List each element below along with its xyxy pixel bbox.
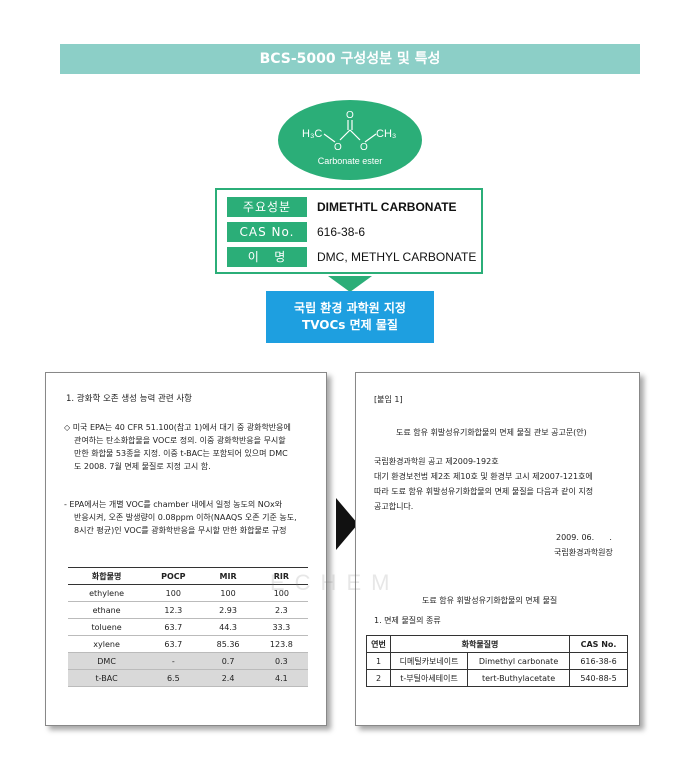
table-header-cell: RIR — [254, 567, 308, 585]
info-row-cas-number: CAS No. 616-38-6 — [227, 222, 477, 242]
table-cell: 100 — [201, 584, 255, 602]
table-cell: 2.4 — [201, 669, 255, 687]
table-row: 1 디메틸카보네이트 Dimethyl carbonate 616-38-6 — [366, 652, 628, 670]
notice-title: 도료 함유 휘발성유기화합물의 면제 물질 관보 공고문(안) — [396, 428, 587, 437]
down-arrow-icon — [328, 276, 372, 292]
attachment-label: [붙임 1] — [374, 395, 403, 404]
notice-number: 국립환경과학원 공고 제2009-192호 — [374, 457, 499, 466]
table-row: toluene 63.7 44.3 33.3 — [68, 618, 308, 636]
left-oxygen-label: O — [334, 142, 342, 153]
ozone-formation-document: 1. 광화학 오존 생성 능력 관련 사항 ◇ 미국 EPA는 40 CFR 5… — [45, 372, 327, 726]
certification-box: 국립 환경 과학원 지정 TVOCs 면제 물질 — [266, 291, 434, 343]
exemption-subtitle: 도료 함유 휘발성유기화합물의 면제 물질 — [422, 596, 558, 605]
notice-issuer: 국립환경과학원장 — [554, 548, 613, 557]
table-cell: - — [145, 652, 202, 670]
doc-heading: 1. 광화학 오존 생성 능력 관련 사항 — [66, 394, 192, 404]
certification-line-2: TVOCs 면제 물질 — [302, 318, 398, 332]
exempt-substances-table: 연번 화학물질명 CAS No. 1 디메틸카보네이트 Dimethyl car… — [366, 635, 628, 687]
table-header-cell: POCP — [145, 567, 202, 585]
section-title-banner: BCS-5000 구성성분 및 특성 — [60, 44, 640, 74]
table-row: xylene 63.7 85.36 123.8 — [68, 635, 308, 653]
table-cell: 44.3 — [201, 618, 255, 636]
info-value: DIMETHTL CARBONATE — [317, 200, 457, 214]
table-cell: 12.3 — [145, 601, 202, 619]
right-oxygen-label: O — [360, 142, 368, 153]
table-cell: 2.3 — [254, 601, 308, 619]
doc-paragraph-line: 반응시켜, 오존 발생량이 0.08ppm 이하(NAAQS 오존 기준 농도, — [74, 513, 297, 522]
carbonate-ester-molecule: H₃C O O O CH₃ Carbonate ester — [278, 100, 422, 180]
table-cell: 100 — [145, 584, 202, 602]
table-cell: ethylene — [68, 584, 146, 602]
doc-paragraph-line: ◇ 미국 EPA는 40 CFR 51.100(참고 1)에서 대기 중 광화학… — [64, 423, 291, 432]
info-value: 616-38-6 — [317, 225, 366, 239]
table-cell: xylene — [68, 635, 146, 653]
table-cell: 85.36 — [201, 635, 255, 653]
table-cell: t-BAC — [68, 669, 146, 687]
info-row-main-component: 주요성분 DIMETHTL CARBONATE — [227, 197, 477, 217]
notice-body-line: 공고합니다. — [374, 502, 414, 511]
component-info-box: 주요성분 DIMETHTL CARBONATE CAS No. 616-38-6… — [215, 188, 483, 274]
left-methyl-label: H₃C — [302, 128, 322, 140]
notice-body-line: 대기 환경보전법 제2조 제10호 및 환경부 고시 제2007-121호에 — [374, 472, 593, 481]
info-label: 이 명 — [227, 247, 307, 267]
table-header-cell: 화학물질명 — [390, 635, 570, 653]
table-cell: ethane — [68, 601, 146, 619]
table-row: ethane 12.3 2.93 2.3 — [68, 601, 308, 619]
table-header-row: 연번 화학물질명 CAS No. — [366, 635, 628, 653]
molecule-structure-icon: H₃C O O O CH₃ Carbonate ester — [302, 110, 396, 166]
table-header-row: 화합물명 POCP MIR RIR — [68, 567, 308, 585]
info-label: CAS No. — [227, 222, 307, 242]
table-cell: 6.5 — [145, 669, 202, 687]
table-cell: 1 — [366, 652, 391, 670]
table-cell: 0.7 — [201, 652, 255, 670]
table-cell: 540-88-5 — [569, 669, 628, 687]
table-cell: 100 — [254, 584, 308, 602]
notice-date: 2009. 06. . — [556, 533, 612, 542]
table-row: 2 t-부틸아세테이트 tert-Buthylacetate 540-88-5 — [366, 669, 628, 687]
table-row: t-BAC 6.5 2.4 4.1 — [68, 669, 308, 687]
doc-paragraph-line: 도 2008. 7월 면제 물질로 지정 고시 함. — [74, 462, 211, 471]
table-cell: 2.93 — [201, 601, 255, 619]
table-cell: DMC — [68, 652, 146, 670]
table-cell: 63.7 — [145, 618, 202, 636]
table-header-cell: 화합물명 — [68, 567, 146, 585]
doc-paragraph-line: 만한 화합물 53종을 지정. 이중 t-BAC는 포함되어 있으며 DMC — [74, 449, 288, 458]
brand-watermark: ECHEM — [270, 570, 400, 595]
info-row-alias: 이 명 DMC, METHYL CARBONATE — [227, 247, 477, 267]
info-value: DMC, METHYL CARBONATE — [317, 250, 477, 264]
table-cell: 0.3 — [254, 652, 308, 670]
exemption-section-heading: 1. 면제 물질의 종류 — [374, 616, 441, 625]
table-header-cell: MIR — [201, 567, 255, 585]
table-cell: 2 — [366, 669, 391, 687]
exemption-notice-document: [붙임 1] 도료 함유 휘발성유기화합물의 면제 물질 관보 공고문(안) 국… — [355, 372, 640, 726]
molecule-caption: Carbonate ester — [318, 156, 383, 166]
table-cell: toluene — [68, 618, 146, 636]
notice-body-line: 따라 도료 함유 휘발성유기화합물의 면제 물질을 다음과 같이 지정 — [374, 487, 594, 496]
reactivity-table: 화합물명 POCP MIR RIR ethylene 100 100 100 e… — [68, 567, 308, 687]
doc-paragraph-line: - EPA에서는 개별 VOC를 chamber 내에서 일정 농도의 NOx와 — [64, 500, 283, 509]
table-cell: t-부틸아세테이트 — [389, 669, 469, 687]
table-header-cell: CAS No. — [569, 635, 628, 653]
table-cell: 123.8 — [254, 635, 308, 653]
table-cell: tert-Buthylacetate — [467, 669, 570, 687]
table-cell: 디메틸카보네이트 — [389, 652, 469, 670]
table-cell: Dimethyl carbonate — [467, 652, 570, 670]
table-row: DMC - 0.7 0.3 — [68, 652, 308, 670]
doc-paragraph-line: 8시간 평균)인 VOC를 광화학반응을 무시할 만한 화합물로 규정 — [74, 526, 287, 535]
table-cell: 63.7 — [145, 635, 202, 653]
table-cell: 616-38-6 — [569, 652, 628, 670]
certification-line-1: 국립 환경 과학원 지정 — [294, 301, 406, 315]
right-arrow-icon — [336, 498, 358, 550]
right-methyl-label: CH₃ — [376, 128, 396, 140]
carbonyl-oxygen-label: O — [346, 110, 354, 121]
doc-paragraph-line: 관여하는 탄소화합물을 VOC로 정의. 이중 광화학반응을 무시할 — [74, 436, 286, 445]
table-header-cell: 연번 — [366, 635, 391, 653]
info-label: 주요성분 — [227, 197, 307, 217]
table-cell: 33.3 — [254, 618, 308, 636]
table-row: ethylene 100 100 100 — [68, 584, 308, 602]
table-cell: 4.1 — [254, 669, 308, 687]
